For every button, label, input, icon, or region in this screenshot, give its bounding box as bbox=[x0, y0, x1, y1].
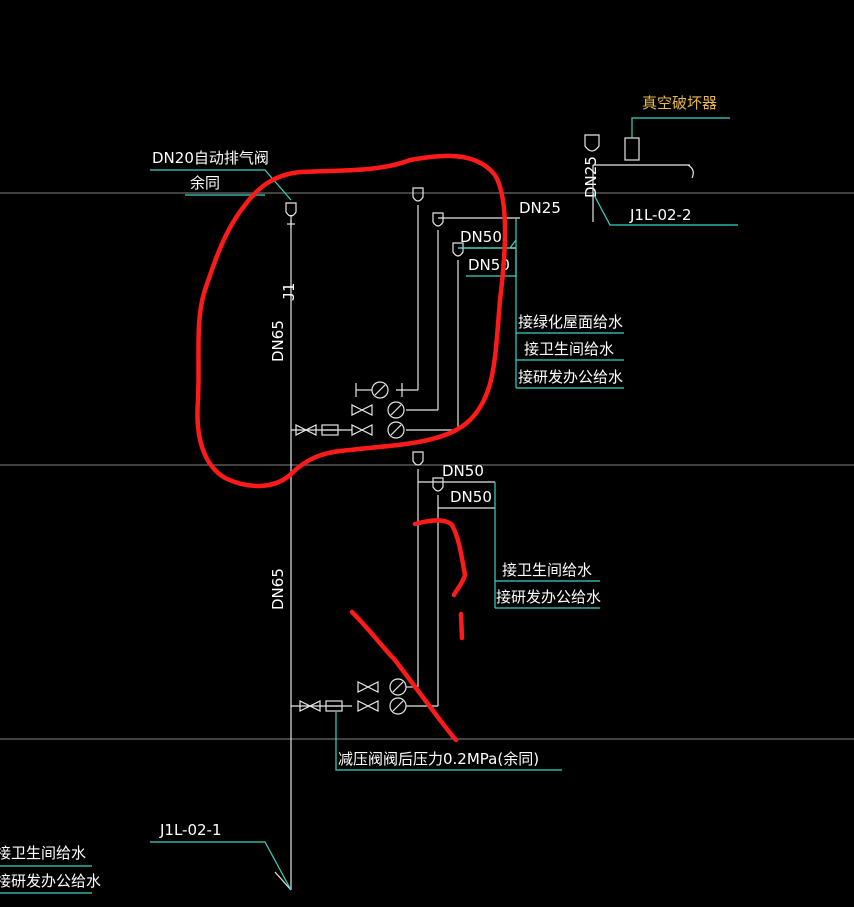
air-vent-valve-icon bbox=[412, 451, 424, 477]
dn25-label-a: DN25 bbox=[519, 199, 561, 217]
air-vent-valve-icon bbox=[412, 187, 424, 213]
dn25-label-b: DN25 bbox=[582, 156, 600, 198]
gate-valve-icon bbox=[299, 681, 379, 712]
red-circle-markup bbox=[195, 153, 508, 489]
air-vent-valve-icon bbox=[285, 202, 297, 228]
water-meter-icon bbox=[387, 401, 405, 419]
roof-supply-label: 接绿化屋面给水 bbox=[518, 313, 623, 331]
dn50-label-a: DN50 bbox=[460, 228, 502, 246]
wc-supply-label-3: 接卫生间给水 bbox=[0, 844, 86, 862]
red-dash-stroke bbox=[458, 611, 465, 641]
jl-02-2-label: J1L-02-2 bbox=[629, 206, 692, 224]
dn65-lower-label: DN65 bbox=[269, 568, 287, 610]
vacuum-breaker-label: 真空破坏器 bbox=[642, 94, 717, 112]
dn50-label-c: DN50 bbox=[442, 462, 484, 480]
dn50-label-d: DN50 bbox=[450, 488, 492, 506]
lower-supply-leaders bbox=[494, 482, 600, 609]
prv-note-leader bbox=[335, 712, 562, 771]
red-markup-annotations bbox=[195, 153, 508, 743]
water-meter-icon bbox=[389, 678, 407, 696]
upper-branch-pipes bbox=[291, 213, 520, 431]
water-meter-icon bbox=[371, 381, 389, 399]
vacuum-breaker-assembly bbox=[584, 117, 730, 222]
red-check-stroke bbox=[412, 518, 468, 598]
air-vent-valve-icon bbox=[432, 212, 444, 238]
jl-02-1-leader bbox=[150, 841, 292, 891]
office-supply-label-2: 接研发办公给水 bbox=[496, 588, 601, 606]
main-riser-pipe bbox=[274, 215, 292, 891]
gate-valve-icon bbox=[295, 404, 373, 436]
pressure-reducing-valve-icon bbox=[325, 700, 343, 712]
pressure-reducing-valve-icon bbox=[321, 424, 339, 436]
air-vent-valve-icon bbox=[452, 242, 464, 268]
floor-reference-lines bbox=[0, 192, 854, 740]
wc-supply-label-2: 接卫生间给水 bbox=[502, 561, 592, 579]
office-supply-label-3: 接研发办公给水 bbox=[0, 872, 101, 890]
j1-tag: J1 bbox=[280, 283, 298, 301]
water-meter-icon bbox=[387, 421, 405, 439]
red-diagonal-stroke bbox=[349, 609, 459, 743]
air-vent-valve-icon bbox=[432, 477, 444, 503]
water-meter-icon bbox=[389, 697, 407, 715]
office-supply-label-1: 接研发办公给水 bbox=[518, 368, 623, 386]
auto-vent-label: DN20自动排气阀 bbox=[152, 149, 269, 167]
same-as-label: 余同 bbox=[190, 174, 220, 192]
jl-02-1-label: J1L-02-1 bbox=[159, 821, 222, 839]
upper-supply-leaders bbox=[515, 218, 624, 389]
lower-branch-pipes bbox=[291, 477, 495, 707]
jl-02-2-leader bbox=[592, 192, 738, 226]
dn50-label-b: DN50 bbox=[468, 256, 510, 274]
dn65-upper-label: DN65 bbox=[269, 320, 287, 362]
wc-supply-label-1: 接卫生间给水 bbox=[524, 340, 614, 358]
auto-vent-callout bbox=[150, 169, 292, 201]
prv-note-label: 减压阀阀后压力0.2MPa(余同) bbox=[338, 750, 539, 768]
